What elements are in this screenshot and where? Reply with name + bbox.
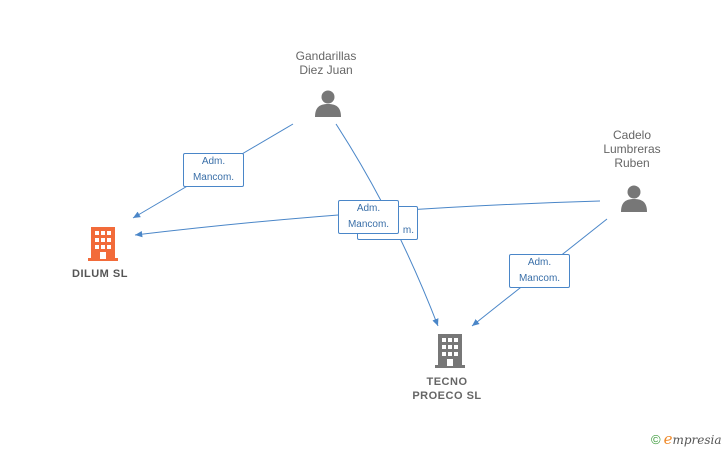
edge-label-cadelo-dilum[interactable]: Adm. Mancom. [338,200,399,234]
edge-label-line1: Adm. [356,203,381,214]
person-name-line1: Cadelo [612,128,652,142]
brand-logo: ©empresia [651,430,722,448]
building-icon[interactable] [435,334,465,368]
person-label-cadelo: Cadelo Lumbreras Ruben [582,128,682,170]
edge-label-line2: Mancom. [192,172,235,183]
edge-label-gandarillas-dilum[interactable]: Adm. Mancom. [183,153,244,187]
person-icon[interactable] [314,89,342,117]
brand-name: mpresia [672,433,722,447]
company-label-tecno: TECNO PROECO SL [397,375,497,403]
edge-label-line2: Mancom. [518,273,561,284]
person-icon[interactable] [620,184,648,212]
brand-e-letter: e [663,430,673,448]
copyright-symbol: © [651,432,661,447]
company-name-line2: PROECO SL [412,390,482,402]
person-name-line3: Ruben [614,156,650,170]
person-name-line1: Gandarillas [295,49,357,63]
company-name-line1: TECNO [426,376,468,388]
company-label-dilum: DILUM SL [72,268,128,280]
building-icon[interactable] [88,227,118,261]
person-name-line2: Lumbreras [603,142,661,156]
edge-label-line1: Adm. [527,257,552,268]
edge-label-cadelo-tecno[interactable]: Adm. Mancom. [509,254,570,288]
edge-label-line2: Mancom. [347,219,390,230]
person-label-gandarillas: Gandarillas Diez Juan [276,49,376,77]
edge-label-line1: Adm. [201,156,226,167]
edge-label-partial: m. [402,225,414,236]
person-name-line2: Diez Juan [299,63,353,77]
